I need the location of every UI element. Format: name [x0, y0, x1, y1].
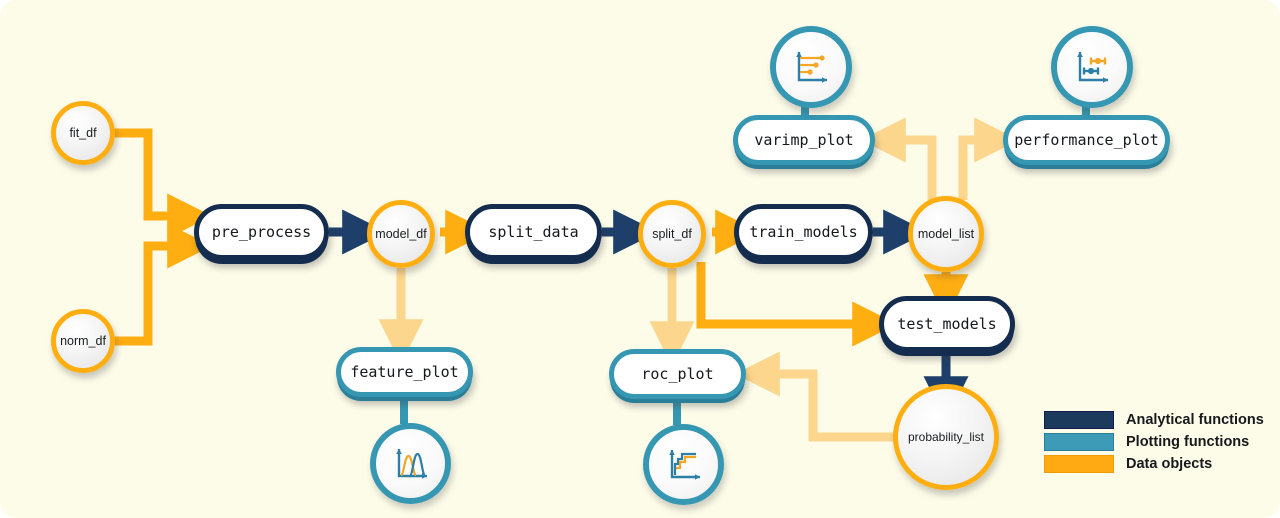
feature-plot-icon-bubble	[370, 423, 451, 504]
varimp-plot-icon-bubble	[770, 26, 852, 108]
node-train-models-label: train_models	[749, 223, 858, 241]
edge-probability-list-to-roc-plot	[734, 351, 897, 442]
node-model-list-label: model_list	[917, 227, 975, 241]
node-model-df[interactable]: model_df	[367, 200, 435, 268]
edge-fit-df-to-pre-process	[112, 128, 213, 239]
node-norm-df-label: norm_df	[60, 334, 106, 348]
edge-model-list-to-performance-plot	[958, 117, 1020, 200]
legend-swatch-analytical	[1044, 411, 1114, 429]
legend-item-analytical: Analytical functions	[1044, 411, 1264, 429]
node-fit-df[interactable]: fit_df	[51, 101, 115, 165]
step-curve-icon	[663, 444, 705, 486]
node-roc-plot-label: roc_plot	[641, 365, 714, 383]
roc-plot-icon-bubble	[643, 424, 724, 505]
legend-label-analytical: Analytical functions	[1126, 412, 1264, 428]
node-feature-plot[interactable]: feature_plot	[336, 347, 473, 397]
node-varimp-plot-label: varimp_plot	[754, 131, 854, 149]
edge-model-list-to-varimp-plot	[860, 117, 937, 200]
node-test-models[interactable]: test_models	[879, 296, 1015, 352]
legend-swatch-plotting	[1044, 433, 1114, 451]
node-split-df[interactable]: split_df	[638, 200, 706, 268]
node-model-list[interactable]: model_list	[908, 196, 984, 272]
node-varimp-plot[interactable]: varimp_plot	[733, 115, 875, 165]
node-probability-list-label: probability_list	[907, 430, 985, 444]
node-split-data-label: split_data	[488, 223, 579, 241]
node-probability-list[interactable]: probability_list	[893, 384, 999, 490]
legend: Analytical functions Plotting functions …	[1044, 411, 1264, 473]
node-split-df-label: split_df	[652, 227, 692, 241]
node-model-df-label: model_df	[375, 227, 427, 241]
node-roc-plot[interactable]: roc_plot	[609, 349, 746, 399]
legend-label-data-objects: Data objects	[1126, 456, 1213, 472]
dot-errorbar-icon	[1071, 46, 1113, 88]
node-norm-df[interactable]: norm_df	[51, 309, 115, 373]
node-train-models[interactable]: train_models	[734, 204, 873, 260]
node-performance-plot[interactable]: performance_plot	[1003, 115, 1170, 165]
node-test-models-label: test_models	[897, 315, 997, 333]
node-split-data[interactable]: split_data	[465, 204, 602, 260]
edge-norm-df-to-pre-process	[112, 223, 213, 346]
node-feature-plot-label: feature_plot	[350, 363, 459, 381]
performance-plot-icon-bubble	[1051, 26, 1133, 108]
legend-swatch-data-objects	[1044, 455, 1114, 473]
density-curves-icon	[390, 443, 432, 485]
edge-split-df-to-test-models	[696, 262, 898, 347]
node-pre-process[interactable]: pre_process	[194, 204, 329, 260]
legend-label-plotting: Plotting functions	[1126, 434, 1250, 450]
node-pre-process-label: pre_process	[211, 223, 312, 241]
node-fit-df-label: fit_df	[69, 126, 97, 140]
legend-item-plotting: Plotting functions	[1044, 433, 1264, 451]
legend-item-data-objects: Data objects	[1044, 455, 1264, 473]
node-performance-plot-label: performance_plot	[1014, 131, 1159, 149]
lollipop-chart-icon	[790, 46, 832, 88]
